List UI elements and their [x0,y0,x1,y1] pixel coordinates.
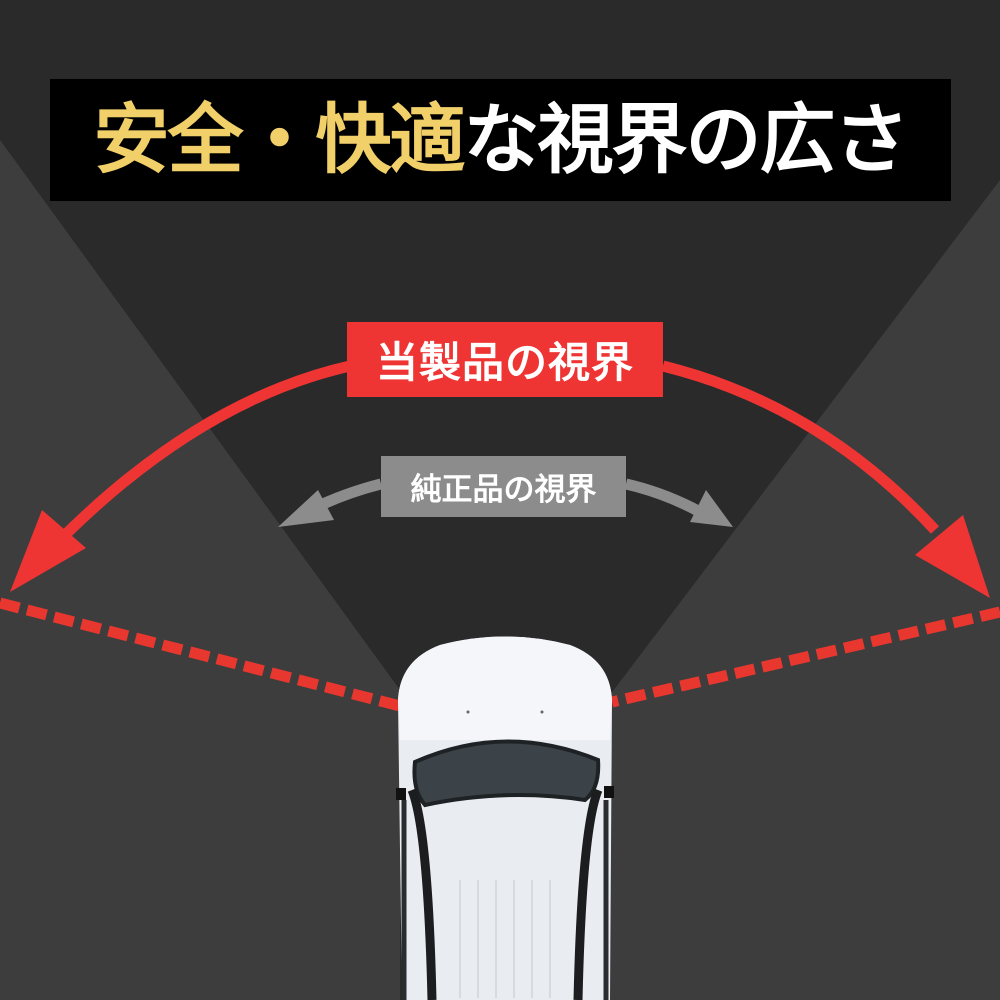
product-view-label: 当製品の視界 [347,322,663,397]
headline-rest: な視界の広さ [463,95,910,184]
headline-highlight: 安全・快適 [93,95,466,184]
car-top-view [396,636,614,1000]
outer-view-area [0,140,1000,1000]
wide-view-arrow-icon [10,360,990,598]
stock-view-arrow-icon [278,478,733,527]
dashed-boundary-lines [0,597,1000,712]
headline-banner: 安全・快適な視界の広さ [50,79,951,201]
stock-view-label: 純正品の視界 [381,456,626,517]
